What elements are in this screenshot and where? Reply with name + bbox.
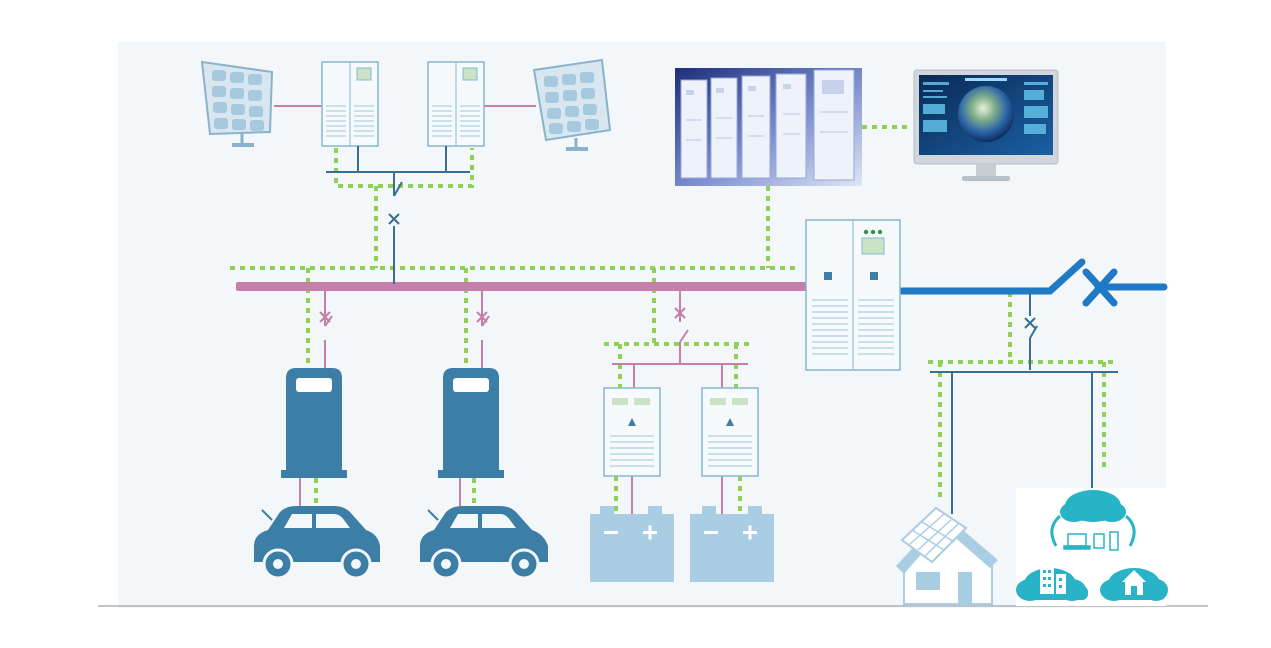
ev-breaker-x-icons: [319, 311, 488, 323]
sync-arrows-icon: [1050, 514, 1136, 547]
ev-charger-icon: [438, 368, 504, 478]
battery-right: [690, 506, 774, 582]
solar-panel-left: [200, 60, 274, 147]
cloud-services: [1016, 488, 1168, 606]
battery-icon: [590, 506, 674, 582]
server-rack-icon: [675, 68, 862, 186]
load-breaker-x-icon: [1024, 317, 1036, 329]
cloud-icon: [1060, 490, 1126, 522]
ev-charger-left: [281, 368, 347, 478]
monitor-icon: [913, 69, 1059, 181]
grid-connection-line: [898, 258, 1168, 295]
battery-icon: [690, 506, 774, 582]
storage-converter-right: [701, 387, 759, 477]
switchgear-cabinet-icon: [805, 219, 901, 371]
pv-collector-bus: [326, 146, 470, 284]
building-cloud-icon: [1016, 566, 1088, 601]
electric-car-left: [254, 506, 380, 580]
pv-breaker-x-icon: [388, 213, 400, 225]
car-icon: [254, 506, 380, 580]
pv-inverter-right: [427, 61, 485, 147]
storage-breaker-x-icon: [674, 307, 686, 319]
solar-panel-right: [532, 58, 612, 151]
grid-breaker-x-icon: [1082, 268, 1118, 307]
smart-home-cloud-icon: [1100, 568, 1168, 601]
electric-car-right: [420, 506, 548, 580]
converter-cabinet-icon: [701, 387, 759, 477]
server-rack-group: [675, 68, 862, 186]
load-feeders: [930, 291, 1118, 514]
solar-panel-icon: [200, 60, 274, 147]
ev-charger-icon: [281, 368, 347, 478]
converter-cabinet-icon: [603, 387, 661, 477]
house-icon: [896, 506, 998, 605]
battery-left: [590, 506, 674, 582]
ev-charger-right: [438, 368, 504, 478]
ev-branch-feeders: [299, 291, 490, 506]
solar-panel-icon: [532, 58, 612, 151]
storage-branch-feeders: [612, 291, 748, 518]
inverter-cabinet-icon: [427, 61, 485, 147]
storage-converter-left: [603, 387, 661, 477]
communication-lines: [230, 125, 1118, 518]
inverter-cabinet-icon: [321, 61, 379, 147]
solar-house: [896, 506, 998, 605]
pv-inverter-left: [321, 61, 379, 147]
car-icon: [420, 506, 548, 580]
devices-icon: [1063, 531, 1119, 551]
monitoring-monitor: [913, 69, 1059, 181]
ac-bus-bar: [236, 282, 808, 291]
grid-switch-cabinet: [805, 219, 901, 371]
